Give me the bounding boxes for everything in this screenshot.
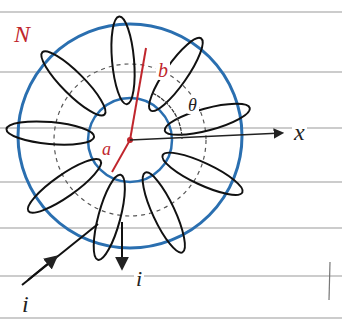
angle-label: θ <box>186 96 199 114</box>
winding-loop <box>22 152 107 220</box>
angle-arc <box>153 93 182 139</box>
current-label: i <box>134 268 144 290</box>
winding-loop <box>35 45 113 123</box>
ruled-line <box>0 11 342 12</box>
lead-in <box>22 224 98 285</box>
ruled-line <box>0 317 342 318</box>
winding-loop <box>108 16 138 106</box>
current-arrow <box>28 257 56 280</box>
winding-loop <box>6 118 96 148</box>
winding-loop <box>158 145 247 202</box>
current-label: i <box>20 292 31 316</box>
margin-mark <box>329 262 330 300</box>
ruled-line <box>0 227 342 228</box>
ruled-line <box>0 71 342 72</box>
axis-label: x <box>292 120 307 144</box>
winding-loop <box>87 172 131 263</box>
x-axis <box>130 133 282 140</box>
winding-loop <box>135 168 192 257</box>
turns-label: N <box>12 22 32 46</box>
radius-a <box>112 140 130 172</box>
radius-b <box>130 48 146 140</box>
winding-loop <box>142 32 210 117</box>
lead-out <box>121 222 123 268</box>
inner-radius-label: a <box>100 140 113 158</box>
outer-radius-label: b <box>156 60 170 80</box>
ruled-line <box>0 275 342 276</box>
